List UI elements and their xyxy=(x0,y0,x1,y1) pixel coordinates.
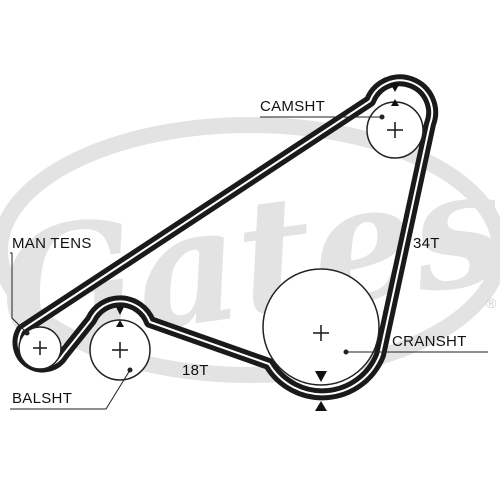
tensioner-leader xyxy=(10,252,28,334)
crankshaft-pulley xyxy=(262,268,380,386)
camshaft-pulley xyxy=(366,101,424,159)
camshaft-label: CAMSHT xyxy=(260,98,325,115)
crankshaft-timing-marks xyxy=(315,371,327,411)
watermark-registered-mark: ® xyxy=(486,295,497,311)
crankshaft-label: CRANSHT xyxy=(392,333,467,350)
balancer-leader xyxy=(10,369,131,410)
right-span-label: 34T xyxy=(413,235,440,252)
watermark-ellipse xyxy=(0,117,500,383)
leader-lines xyxy=(10,116,488,410)
balancer-timing-marks xyxy=(116,307,124,327)
balancer-pulley xyxy=(89,319,151,381)
tensioner-pulley xyxy=(18,326,62,370)
tensioner-label: MAN TENS xyxy=(12,235,92,252)
balancer-label: BALSHT xyxy=(12,390,72,407)
camshaft-timing-marks xyxy=(390,83,400,106)
bottom-span-label: 18T xyxy=(182,362,209,379)
